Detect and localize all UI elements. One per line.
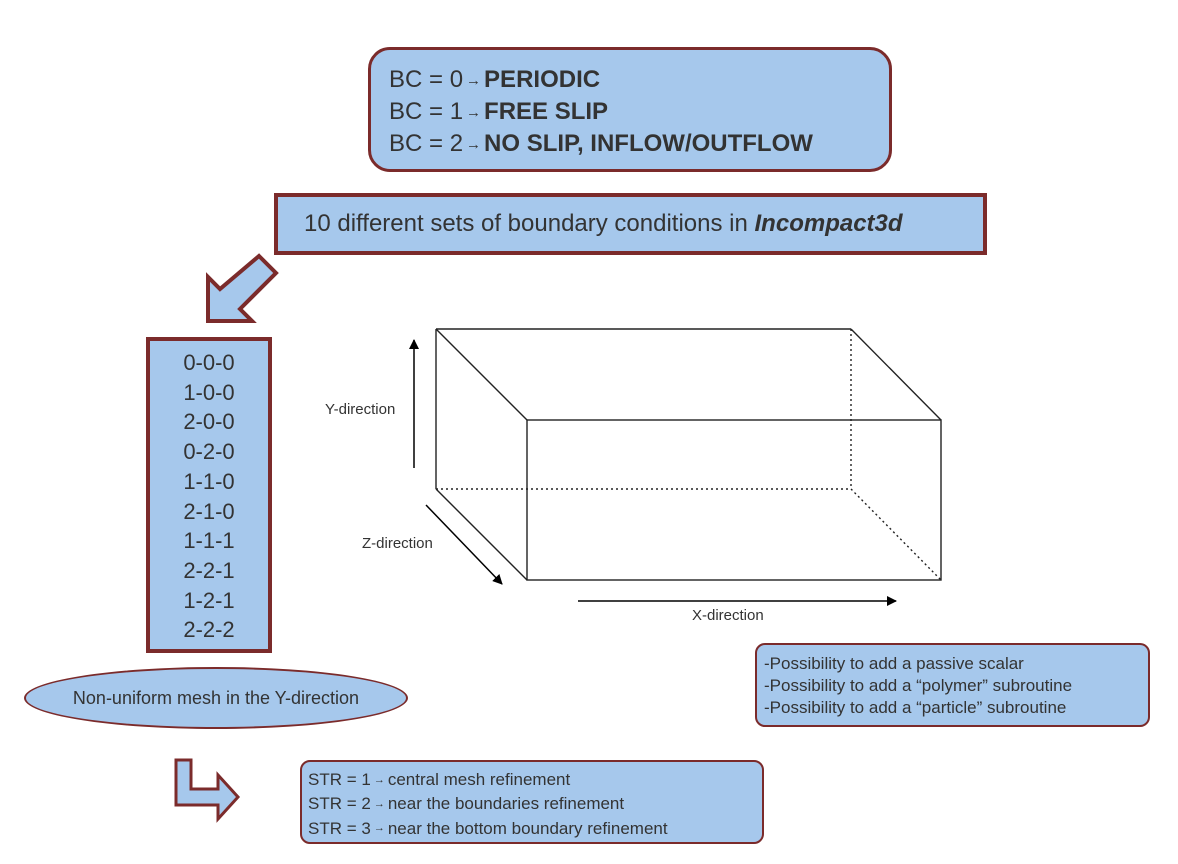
right-arrow-icon: → xyxy=(466,72,482,90)
option-item: -Possibility to add a “particle” subrout… xyxy=(764,698,1067,717)
list-item: 1-1-0 xyxy=(183,468,235,494)
right-arrow-icon: → xyxy=(466,104,482,122)
right-arrow-icon: → xyxy=(373,822,385,835)
y-axis-label: Y-direction xyxy=(325,401,396,418)
bent-right-arrow-icon xyxy=(174,758,241,823)
option-item: -Possibility to add a passive scalar xyxy=(764,654,1024,673)
stretching-box: STR = 1→central mesh refinement STR = 2→… xyxy=(300,760,764,844)
domain-box-3d xyxy=(435,328,942,581)
right-arrow-icon: → xyxy=(373,773,385,786)
list-item: 0-2-0 xyxy=(183,439,235,465)
bc-legend-box: BC = 0→PERIODIC BC = 1→FREE SLIP BC = 2→… xyxy=(368,47,892,172)
list-item: 1-0-0 xyxy=(183,379,235,405)
x-axis-label: X-direction xyxy=(692,607,764,624)
combinations-list: 0-0-0 1-0-0 2-0-0 0-2-0 1-1-0 2-1-0 1-1-… xyxy=(146,337,272,653)
code-name: Incompact3d xyxy=(754,210,903,237)
options-box: -Possibility to add a passive scalar -Po… xyxy=(755,643,1150,727)
mesh-note-ellipse: Non-uniform mesh in the Y-direction xyxy=(24,667,408,729)
str-line-0: STR = 1→central mesh refinement xyxy=(308,770,571,789)
bc-line-2: BC = 2→NO SLIP, INFLOW/OUTFLOW xyxy=(389,130,813,158)
right-arrow-icon: → xyxy=(373,798,385,811)
option-item: -Possibility to add a “polymer” subrouti… xyxy=(764,676,1073,695)
list-item: 2-2-1 xyxy=(183,557,235,583)
sets-banner: 10 different sets of boundary conditions… xyxy=(274,193,987,255)
bc-line-0: BC = 0→PERIODIC xyxy=(389,66,601,93)
right-arrow-icon: → xyxy=(466,136,482,154)
down-left-arrow-icon xyxy=(206,253,279,323)
list-item: 1-2-1 xyxy=(183,587,235,613)
z-direction-arrow xyxy=(425,504,503,585)
str-line-2: STR = 3→near the bottom boundary refinem… xyxy=(308,818,668,838)
list-item: 2-0-0 xyxy=(183,409,235,435)
bc-line-1: BC = 1→FREE SLIP xyxy=(389,98,609,126)
str-line-1: STR = 2→near the boundaries refinement xyxy=(308,794,625,814)
list-item: 1-1-1 xyxy=(183,528,235,554)
z-axis-label: Z-direction xyxy=(362,535,433,552)
list-item: 0-0-0 xyxy=(183,350,235,375)
list-item: 2-1-0 xyxy=(183,498,235,524)
list-item: 2-2-2 xyxy=(183,617,235,643)
